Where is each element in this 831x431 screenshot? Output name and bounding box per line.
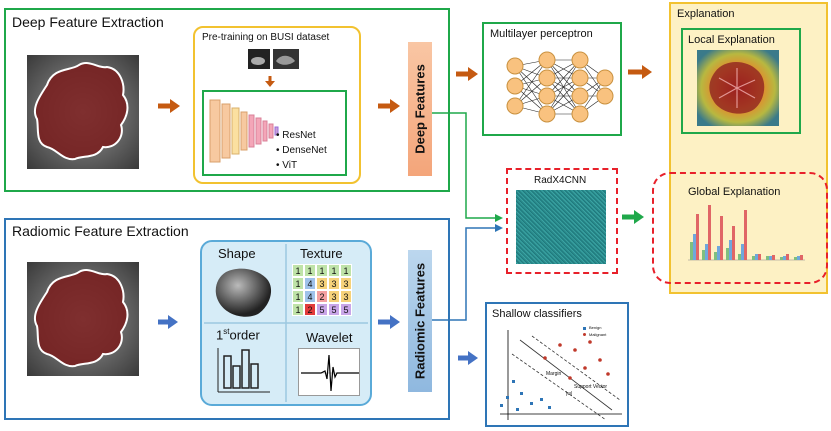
- texture-cell: 1: [292, 277, 304, 290]
- radx4cnn-title: RadX4CNN: [534, 175, 587, 186]
- deep-features-label: Deep Features: [412, 64, 428, 154]
- global-explanation-title: Global Explanation: [688, 186, 781, 198]
- mlp-title: Multilayer perceptron: [490, 28, 593, 40]
- texture-cell: 5: [340, 303, 352, 316]
- first-order-num: 1: [216, 327, 224, 343]
- radiomic-feature-title: Radiomic Feature Extraction: [12, 223, 189, 239]
- texture-cell: 3: [328, 290, 340, 303]
- model-vit-label: ViT: [282, 160, 298, 171]
- svm-legend-benign: Benign: [589, 325, 602, 330]
- texture-cell: 2: [304, 303, 316, 316]
- radx4cnn-feature-map: [516, 190, 606, 264]
- shallow-classifiers-box: [485, 302, 629, 427]
- deep-feature-section: [4, 8, 450, 192]
- texture-cell: 4: [304, 277, 316, 290]
- svm-margin-label: Margin: [546, 371, 562, 377]
- texture-cell: 3: [316, 277, 328, 290]
- tumor-image-radiomic: [27, 262, 139, 376]
- texture-cell: 4: [304, 290, 316, 303]
- texture-cell: 1: [292, 303, 304, 316]
- first-order-sup: st: [223, 327, 230, 336]
- cnn-backbone-box: [202, 90, 347, 176]
- wavelet-label: Wavelet: [306, 330, 353, 345]
- histogram-icon: [214, 346, 274, 396]
- local-explanation-box: [681, 28, 801, 134]
- texture-cell: 5: [328, 303, 340, 316]
- first-order-main: order: [229, 327, 260, 343]
- deep-features-bar: Deep Features: [408, 42, 432, 176]
- shallow-classifiers-title: Shallow classifiers: [492, 308, 582, 320]
- explanation-title: Explanation: [677, 8, 735, 20]
- model-vit: • ViT: [276, 160, 298, 171]
- local-explanation-title: Local Explanation: [688, 34, 775, 46]
- texture-cell: 1: [292, 264, 304, 277]
- shape-label: Shape: [218, 246, 256, 261]
- busi-thumbnail-2: [273, 49, 299, 69]
- radiomic-feature-section: [4, 218, 450, 420]
- first-order-label: 1storder: [216, 327, 260, 342]
- texture-cell: 1: [316, 264, 328, 277]
- radiomic-features-bar: Radiomic Features: [408, 250, 432, 392]
- model-resnet-label: ResNet: [282, 130, 316, 141]
- texture-cell: 3: [340, 290, 352, 303]
- texture-cell: 1: [340, 264, 352, 277]
- texture-cell: 1: [328, 264, 340, 277]
- texture-cell: 3: [340, 277, 352, 290]
- deep-feature-title: Deep Feature Extraction: [12, 14, 164, 30]
- model-densenet: • DenseNet: [276, 145, 327, 156]
- tumor-image-deep: [27, 55, 139, 169]
- mlp-box: [482, 22, 622, 136]
- busi-thumbnail-1: [248, 49, 270, 69]
- wavelet-plot: [298, 348, 360, 396]
- texture-cell: 5: [316, 303, 328, 316]
- model-resnet: • ResNet: [276, 130, 316, 141]
- pretraining-label: Pre-training on BUSI dataset: [202, 32, 330, 43]
- model-densenet-label: DenseNet: [282, 145, 327, 156]
- texture-cell: 1: [304, 264, 316, 277]
- radiomic-features-label: Radiomic Features: [412, 262, 428, 380]
- svm-support-vector-label: Support Vector: [574, 384, 608, 390]
- global-explanation-box: [652, 172, 828, 284]
- texture-cell: 2: [316, 290, 328, 303]
- texture-label: Texture: [300, 246, 343, 261]
- local-explanation-heatmap: [697, 50, 779, 126]
- radx4cnn-box: [506, 168, 618, 274]
- shape-icon: [210, 264, 280, 320]
- texture-cell: 1: [292, 290, 304, 303]
- pretraining-box: [193, 26, 361, 184]
- svm-legend-malignant: Malignant: [589, 332, 607, 337]
- svm-w-label: |w|: [566, 391, 573, 397]
- texture-cell: 3: [328, 277, 340, 290]
